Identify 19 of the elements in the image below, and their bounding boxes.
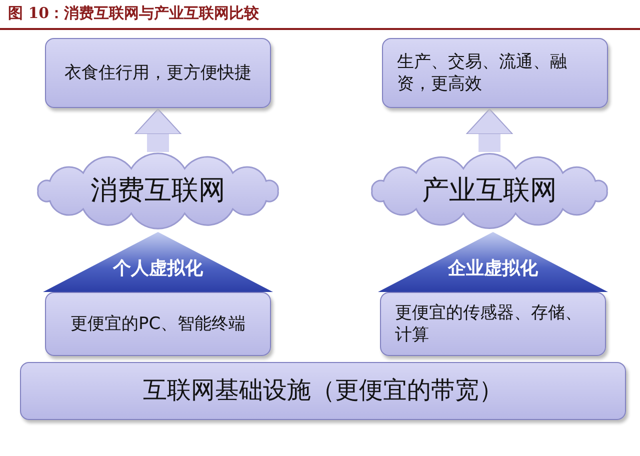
block-arrow — [134, 108, 182, 152]
edge-label: 企业虚拟化 — [446, 257, 539, 280]
box-text: 消费互联网 — [90, 174, 226, 208]
box-text: 更便宜的传感器、存储、计算 — [395, 302, 583, 346]
title: 图 10：消费互联网与产业互联网比较 — [8, 4, 260, 23]
text-box — [45, 292, 271, 356]
block-arrow — [466, 108, 513, 152]
box-text: 生产、交易、流通、融资，更高效 — [397, 50, 568, 96]
box-text: 更便宜的PC、智能终端 — [70, 312, 246, 336]
edge-label: 个人虚拟化 — [112, 257, 204, 280]
triangle-arrow — [43, 232, 273, 292]
triangle-arrow — [378, 232, 608, 292]
text-box — [20, 362, 626, 420]
text-box — [382, 38, 608, 108]
box-text: 产业互联网 — [422, 174, 557, 208]
box-text: 衣食住行用，更方便快捷 — [64, 62, 252, 84]
text-box — [45, 38, 271, 108]
box-text: 互联网基础设施（更便宜的带宽） — [143, 375, 503, 406]
text-box — [380, 292, 606, 356]
